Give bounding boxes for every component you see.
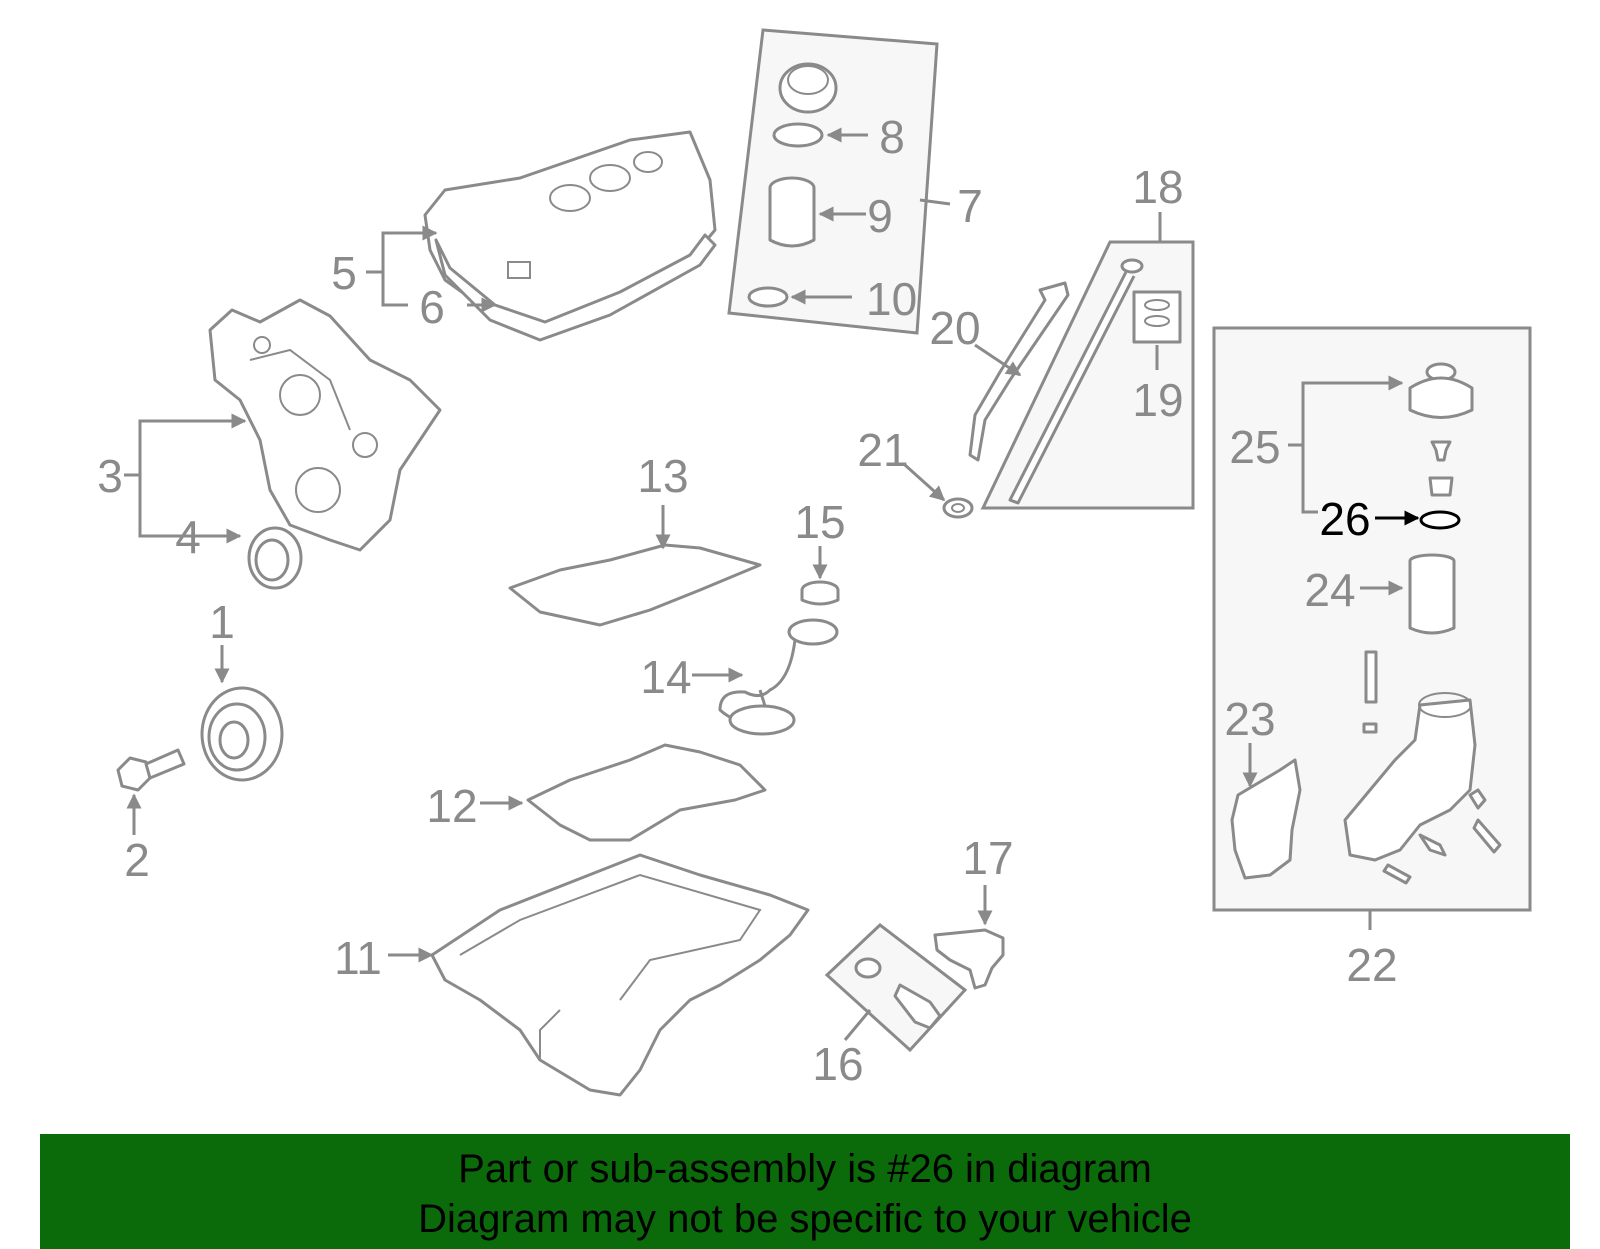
callout-20: 20	[929, 302, 980, 354]
callout-14: 14	[640, 651, 691, 703]
washer-part-21	[942, 497, 974, 519]
oil-pan-gasket-part	[526, 743, 767, 842]
crank-balancer-part	[200, 686, 284, 782]
callout-22: 22	[1346, 939, 1397, 991]
callout-24: 24	[1304, 564, 1355, 616]
plug-part-15	[800, 580, 840, 606]
callout-7: 7	[957, 180, 983, 232]
banner-line-2: Diagram may not be specific to your vehi…	[418, 1197, 1192, 1241]
callout-2: 2	[124, 834, 150, 886]
cap-seal-part-8	[772, 122, 824, 148]
valve-cover-part	[423, 130, 717, 342]
callout-4: 4	[175, 511, 201, 563]
front-seal-part	[247, 526, 303, 590]
filter-cap-part	[1408, 362, 1474, 497]
callout-8: 8	[879, 111, 905, 163]
tube-seal-part-10	[747, 286, 789, 308]
callout-18: 18	[1132, 161, 1183, 213]
oil-filter-part	[1408, 553, 1456, 635]
info-banner: Part or sub-assembly is #26 in diagram D…	[40, 1134, 1570, 1249]
leader-lines	[124, 127, 1420, 1041]
callout-3: 3	[97, 450, 123, 502]
callout-25: 25	[1229, 421, 1280, 473]
bolt-part-2	[116, 748, 186, 792]
dipstick-part	[1008, 258, 1144, 505]
callout-12: 12	[426, 780, 477, 832]
callout-15: 15	[794, 496, 845, 548]
group-box-7	[727, 28, 939, 335]
callout-19: 19	[1132, 374, 1183, 426]
callout-21: 21	[857, 424, 908, 476]
timing-cover-part	[208, 298, 442, 552]
callout-6: 6	[419, 281, 445, 333]
o-rings-part-19	[1144, 299, 1170, 327]
fill-tube-part-9	[768, 176, 816, 248]
drain-plug-part	[854, 957, 942, 1030]
oil-pickup-part	[718, 618, 839, 736]
pressure-sensor-part	[933, 928, 1005, 990]
callout-26-highlighted: 26	[1319, 493, 1370, 545]
callout-1: 1	[209, 596, 235, 648]
callout-16: 16	[812, 1038, 863, 1090]
housing-gasket-part	[1230, 758, 1302, 880]
oil-fill-cap-part	[778, 62, 838, 114]
callout-23: 23	[1224, 693, 1275, 745]
windage-tray-part	[508, 543, 762, 627]
callout-13: 13	[637, 450, 688, 502]
dipstick-tube-part	[968, 281, 1070, 462]
filter-o-ring-part-26	[1419, 510, 1461, 530]
filter-housing-part	[1343, 650, 1502, 885]
callout-10: 10	[866, 273, 917, 325]
callout-9: 9	[867, 190, 893, 242]
callout-11: 11	[334, 932, 382, 984]
oil-pan-part	[430, 853, 810, 1097]
banner-line-1: Part or sub-assembly is #26 in diagram	[458, 1147, 1152, 1191]
callout-5: 5	[331, 247, 357, 299]
callout-17: 17	[962, 832, 1013, 884]
